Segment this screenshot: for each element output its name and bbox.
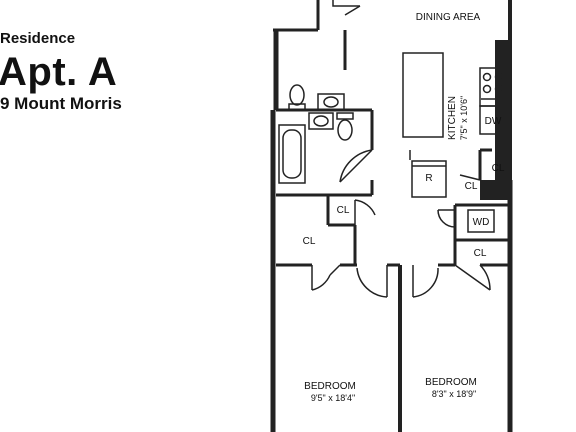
kitchen-dimensions: 7'5" x 10'6"	[459, 96, 469, 140]
exterior-walls	[270, 0, 513, 432]
closet-label-pantry: CL	[465, 181, 478, 192]
bedroom-1-label: BEDROOM	[304, 381, 356, 392]
dishwasher-label: DW	[485, 116, 502, 127]
kitchen-label: KITCHEN	[447, 96, 458, 140]
refrigerator-label: R	[425, 173, 432, 184]
bedroom-1-dimensions: 9'5" x 18'4"	[311, 393, 355, 403]
dishwasher	[479, 105, 507, 135]
toilet	[289, 84, 305, 106]
interior-walls	[276, 30, 510, 432]
closet-label-kitchen: CL	[492, 163, 505, 174]
bathtub	[278, 124, 306, 184]
fixtures	[278, 52, 507, 233]
dining-area-label: DINING AREA	[416, 12, 481, 23]
bedroom-2-dimensions: 8'3" x 18'9"	[432, 389, 476, 399]
closet-label-east: CL	[474, 248, 487, 259]
residence-label: Residence	[0, 30, 76, 47]
building-address: 9 Mount Morris	[0, 94, 122, 113]
closet-label-hall: CL	[337, 205, 350, 216]
room-labels: DINING AREA KITCHEN 7'5" x 10'6" DW R WD…	[303, 12, 505, 403]
toilet-back	[288, 103, 306, 111]
closet-label-front: CL	[303, 236, 316, 247]
apartment-title: Apt. A	[0, 50, 118, 94]
washer-dryer-label: WD	[473, 217, 490, 228]
washer-dryer	[467, 209, 495, 233]
doors	[311, 0, 491, 298]
kitchen-island	[402, 52, 444, 138]
bedroom-2-label: BEDROOM	[425, 377, 477, 388]
refrigerator	[411, 160, 447, 198]
sink-vanity	[317, 93, 345, 111]
